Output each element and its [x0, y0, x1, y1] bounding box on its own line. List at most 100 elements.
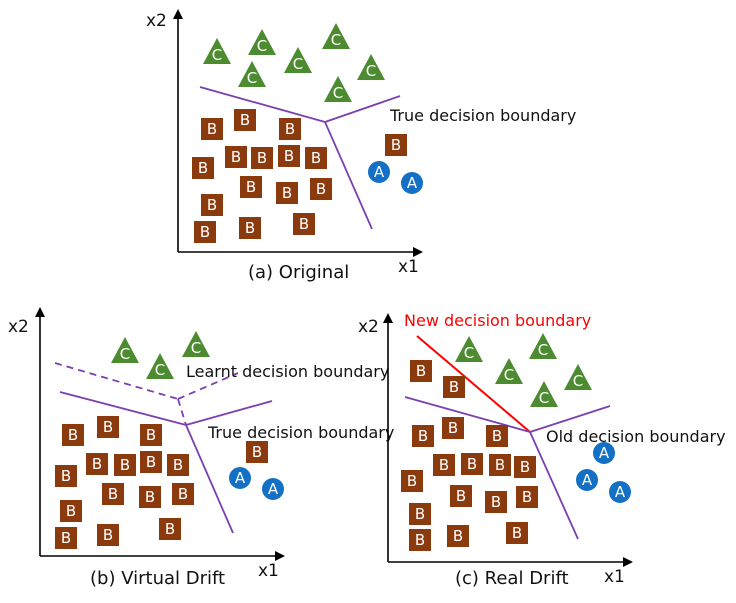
- triangle-shape: [322, 23, 350, 49]
- class-label: B: [415, 531, 425, 549]
- true-boundary-label: True decision boundary: [207, 423, 394, 442]
- true-decision-boundary: [199, 86, 401, 230]
- class-b-square-icon: B: [140, 424, 162, 446]
- class-c-triangle-icon: C: [529, 333, 557, 359]
- square-shape: [192, 157, 214, 179]
- square-shape: [443, 376, 465, 398]
- square-shape: [410, 360, 432, 382]
- class-b-square-icon: B: [172, 483, 194, 505]
- class-label: B: [495, 456, 505, 474]
- class-b-square-icon: B: [167, 454, 189, 476]
- class-label: B: [453, 527, 463, 545]
- class-b-square-icon: B: [293, 213, 315, 235]
- square-shape: [385, 134, 407, 156]
- class-b-square-icon: B: [447, 525, 469, 547]
- class-a-circle-icon: A: [593, 442, 615, 464]
- class-b-square-icon: B: [305, 147, 327, 169]
- circle-shape: [401, 172, 423, 194]
- square-shape: [251, 147, 273, 169]
- square-shape: [172, 483, 194, 505]
- triangle-shape: [248, 29, 276, 55]
- class-label: B: [103, 526, 113, 544]
- class-label: A: [582, 471, 593, 489]
- true-decision-boundary: [59, 391, 273, 534]
- square-shape: [433, 454, 455, 476]
- square-shape: [139, 486, 161, 508]
- class-b-square-icon: B: [279, 118, 301, 140]
- old-boundary-label: Old decision boundary: [546, 427, 726, 446]
- square-shape: [140, 451, 162, 473]
- square-shape: [97, 524, 119, 546]
- class-label: B: [92, 455, 102, 473]
- class-label: B: [456, 487, 466, 505]
- class-b-square-icon: B: [60, 500, 82, 522]
- class-label: B: [231, 148, 241, 166]
- panel-virtual-drift: x2 x1 Learnt decision boundary True deci…: [8, 307, 394, 589]
- class-b-square-icon: B: [55, 527, 77, 549]
- square-shape: [409, 503, 431, 525]
- square-shape: [240, 176, 262, 198]
- panel-original: x2 x1 True decision boundary (a) Origina…: [146, 9, 576, 283]
- class-b-square-icon: B: [410, 360, 432, 382]
- class-c-triangle-icon: C: [284, 47, 312, 73]
- class-label: B: [391, 136, 401, 154]
- class-label: B: [252, 443, 262, 461]
- class-a-circle-icon: A: [609, 481, 631, 503]
- class-label: B: [240, 111, 250, 129]
- class-label: B: [108, 485, 118, 503]
- class-b-square-icon: B: [201, 194, 223, 216]
- class-label: B: [492, 427, 502, 445]
- class-label: B: [246, 178, 256, 196]
- square-shape: [305, 147, 327, 169]
- circle-shape: [368, 161, 390, 183]
- class-c-triangle-icon: C: [530, 381, 558, 407]
- class-a-circle-icon: A: [229, 467, 251, 489]
- class-label: C: [212, 46, 222, 64]
- class-label: C: [120, 345, 130, 363]
- class-label: A: [599, 444, 610, 462]
- class-label: B: [120, 456, 130, 474]
- triangle-shape: [182, 331, 210, 357]
- class-b-square-icon: B: [140, 451, 162, 473]
- class-b-square-icon: B: [86, 453, 108, 475]
- circle-shape: [576, 469, 598, 491]
- class-c-triangle-icon: C: [238, 61, 266, 87]
- square-shape: [461, 453, 483, 475]
- square-shape: [201, 118, 223, 140]
- x-axis-label: x1: [604, 567, 625, 587]
- class-label: B: [173, 456, 183, 474]
- square-shape: [279, 118, 301, 140]
- class-label: B: [316, 180, 326, 198]
- class-b-square-icon: B: [240, 176, 262, 198]
- class-b-square-icon: B: [239, 217, 261, 239]
- class-b-square-icon: B: [276, 182, 298, 204]
- old-decision-boundary: [404, 396, 611, 540]
- class-label: B: [245, 219, 255, 237]
- class-label: B: [257, 149, 267, 167]
- triangle-shape: [530, 381, 558, 407]
- class-label: B: [491, 493, 501, 511]
- square-shape: [516, 486, 538, 508]
- square-shape: [140, 424, 162, 446]
- class-c-triangle-icon: C: [111, 337, 139, 363]
- class-label: C: [333, 84, 343, 102]
- class-b-square-icon: B: [412, 425, 434, 447]
- class-c-triangle-icon: C: [146, 353, 174, 379]
- square-shape: [114, 454, 136, 476]
- class-label: A: [407, 174, 418, 192]
- square-shape: [409, 529, 431, 551]
- class-label: C: [247, 69, 257, 87]
- class-label: B: [61, 467, 71, 485]
- learnt-boundary-label: Learnt decision boundary: [186, 362, 389, 381]
- class-b-square-icon: B: [401, 470, 423, 492]
- class-label: B: [299, 215, 309, 233]
- triangle-shape: [495, 358, 523, 384]
- triangle-shape: [111, 337, 139, 363]
- class-label: C: [464, 344, 474, 362]
- class-label: C: [504, 366, 514, 384]
- class-label: B: [207, 196, 217, 214]
- class-label: B: [448, 419, 458, 437]
- square-shape: [167, 454, 189, 476]
